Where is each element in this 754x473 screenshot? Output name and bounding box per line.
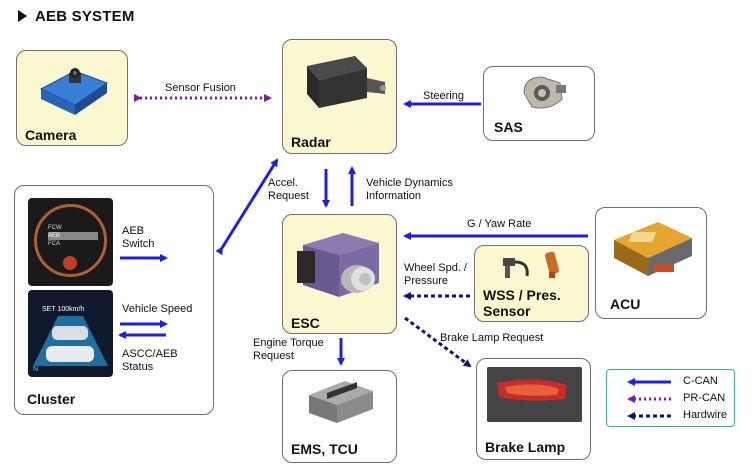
camera-box: Camera xyxy=(16,50,128,146)
radar-label: Radar xyxy=(291,134,331,150)
steering-label: Steering xyxy=(423,90,464,102)
gear-indicator: N xyxy=(33,366,39,373)
cluster-display-bottom: SET 100km/h N xyxy=(28,290,113,377)
legend-lines xyxy=(627,378,671,420)
legend-hardwire: Hardwire xyxy=(683,409,728,421)
legend-pr-can: PR-CAN xyxy=(683,392,726,404)
sas-label: SAS xyxy=(494,119,523,135)
wheel-speed-label: Wheel Spd. / Pressure xyxy=(404,262,467,287)
brake-lamp-box: Brake Lamp xyxy=(476,358,591,460)
road-icon xyxy=(33,316,108,366)
ems-module-icon xyxy=(309,381,373,423)
accel-request-label: Accel. Request xyxy=(268,177,309,202)
set-speed-readout: SET 100km/h xyxy=(42,306,85,313)
esc-module-icon xyxy=(297,233,379,297)
wss-label: WSS / Pres. Sensor xyxy=(483,287,561,319)
acu-module-icon xyxy=(614,222,692,276)
cluster-label: Cluster xyxy=(27,391,76,407)
wheel-speed-sensor-icon xyxy=(503,258,529,278)
ascc-status-label: ASCC/AEB Status xyxy=(122,348,178,373)
camera-icon xyxy=(39,68,109,115)
pressure-sensor-icon xyxy=(544,251,560,278)
esc-box: ESC xyxy=(282,214,397,334)
g-yaw-label: G / Yaw Rate xyxy=(467,218,532,230)
radar-icon xyxy=(307,56,386,108)
radar-box: Radar xyxy=(282,39,397,154)
radar-cluster-connector xyxy=(215,158,279,256)
camera-label: Camera xyxy=(25,127,77,143)
sas-sensor-icon xyxy=(523,76,566,109)
brake-lamp-request-label: Brake Lamp Request xyxy=(440,332,544,344)
brake-lamp-icon xyxy=(487,367,582,422)
ems-box: EMS, TCU xyxy=(282,370,397,463)
esc-label: ESC xyxy=(291,315,320,331)
cluster-box: FCW AEB FCA SET 100km/h N Cluster xyxy=(14,185,214,415)
cluster-item: FCW xyxy=(48,225,62,231)
legend-c-can: C-CAN xyxy=(683,375,718,387)
cluster-item: FCA xyxy=(48,241,60,247)
vehicle-dynamics-label: Vehicle Dynamics Information xyxy=(366,177,453,202)
brake-lamp-label: Brake Lamp xyxy=(485,439,566,455)
sas-box: SAS xyxy=(483,66,595,141)
sensor-fusion-label: Sensor Fusion xyxy=(165,82,236,94)
legend: C-CAN PR-CAN Hardwire xyxy=(606,369,735,427)
wss-box: WSS / Pres. Sensor xyxy=(474,245,589,322)
triangle-icon xyxy=(18,10,27,22)
acu-label: ACU xyxy=(610,296,641,312)
gauge-knob-icon xyxy=(63,256,77,270)
acu-box: ACU xyxy=(595,207,707,319)
cluster-item: AEB xyxy=(48,232,98,240)
ems-label: EMS, TCU xyxy=(291,441,358,457)
engine-torque-label: Engine Torque Request xyxy=(253,337,324,362)
aeb-switch-label: AEB Switch xyxy=(122,225,155,250)
cluster-display-top: FCW AEB FCA xyxy=(28,198,113,286)
vehicle-speed-label: Vehicle Speed xyxy=(122,303,193,315)
page-title: AEB SYSTEM xyxy=(18,8,135,25)
